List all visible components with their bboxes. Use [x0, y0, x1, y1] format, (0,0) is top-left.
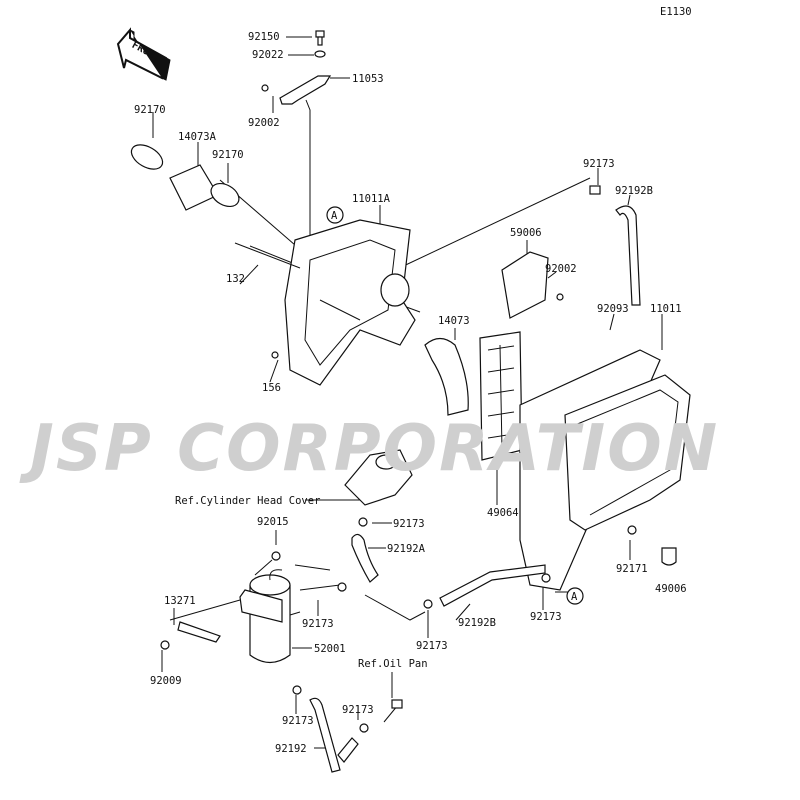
washer-92022: [314, 50, 326, 58]
air-cleaner-housing-11011A: [284, 219, 416, 386]
nut-92015: [271, 551, 281, 561]
callout: 92173: [282, 715, 314, 727]
clamp-92173-e: [541, 573, 551, 583]
bolt-92150: [315, 30, 325, 38]
clamp-92171: [627, 525, 637, 535]
callout: 49006: [655, 583, 687, 595]
callout: 92173: [342, 704, 374, 716]
callout: 92002: [248, 117, 280, 129]
separator-tank-52001: [239, 569, 301, 664]
hose-92192B: [615, 205, 641, 306]
bolt-132: [234, 242, 301, 269]
air-cleaner-cover-11011: [564, 374, 691, 531]
callout: 13271: [164, 595, 196, 607]
bolt-156: [271, 351, 279, 359]
callout: 49064: [487, 507, 519, 519]
callout: 11011: [650, 303, 682, 315]
callout: 52001: [314, 643, 346, 655]
clamp-92173: [589, 185, 601, 195]
clamp-92173-d: [423, 599, 433, 609]
hose-92192B-b: [439, 564, 546, 607]
callout: 92015: [257, 516, 289, 528]
duct-14073: [424, 337, 469, 416]
callout: 92171: [616, 563, 648, 575]
callout: 92192B: [615, 185, 653, 197]
ref-marker-a: [326, 206, 344, 224]
callout: 92150: [248, 31, 280, 43]
callout: 92173: [416, 640, 448, 652]
hose-92192A: [351, 533, 379, 583]
callout: 92173: [583, 158, 615, 170]
callout: 92192A: [387, 543, 426, 555]
clamp-92173-c: [337, 582, 347, 592]
head-cover-port: [375, 454, 397, 470]
callout-labels: E1130 92150 92022 11053 92002 92170 1407…: [134, 6, 692, 755]
callout: 156: [262, 382, 281, 394]
clamp-92173-g: [359, 723, 369, 733]
callout: 92093: [597, 303, 629, 315]
callout: 92170: [134, 104, 166, 116]
ref-marker-a-label: A: [331, 210, 338, 222]
callout: 92002: [545, 263, 577, 275]
watermark: JSP CORPORATION: [19, 412, 719, 486]
callout: 132: [226, 273, 245, 285]
callout: Ref.Cylinder Head Cover: [175, 495, 320, 507]
callout: 14073A: [178, 131, 217, 143]
hose-92192-branch: [337, 737, 359, 763]
callout: 11053: [352, 73, 384, 85]
plate-13271: [177, 621, 221, 643]
bolt-92009: [160, 640, 170, 650]
cover-59006: [501, 251, 549, 319]
oil-pan-fitting-ref: [391, 699, 403, 709]
callout: 92009: [150, 675, 182, 687]
clamp-92173-b: [358, 517, 368, 527]
diagram-code: E1130: [660, 6, 692, 18]
callout: 14073: [438, 315, 470, 327]
callout: 92173: [302, 618, 334, 630]
bracket-11053: [279, 75, 332, 105]
callout: 92022: [252, 49, 284, 61]
callout: 92173: [530, 611, 562, 623]
ref-marker-a-2-label: A: [571, 591, 578, 603]
bolt-shank: [317, 36, 323, 46]
callout: 59006: [510, 227, 542, 239]
callout: 11011A: [352, 193, 391, 205]
clamp-92170: [130, 144, 164, 170]
front-arrow-icon: FRONT: [116, 27, 171, 81]
callout: 92170: [212, 149, 244, 161]
callout: 92192B: [458, 617, 496, 629]
cap-49006: [661, 547, 677, 566]
bolt-92002: [261, 84, 269, 92]
callout: 92192: [275, 743, 307, 755]
callout: 92173: [393, 518, 425, 530]
hose-92192: [309, 697, 341, 773]
bolt-92002-b: [556, 293, 564, 301]
tube-14073A: [169, 164, 219, 211]
ref-marker-a-2: [566, 587, 584, 605]
clamp-92170-b: [210, 182, 240, 208]
clamp-92173-f: [292, 685, 302, 695]
callout: Ref.Oil Pan: [358, 658, 428, 670]
